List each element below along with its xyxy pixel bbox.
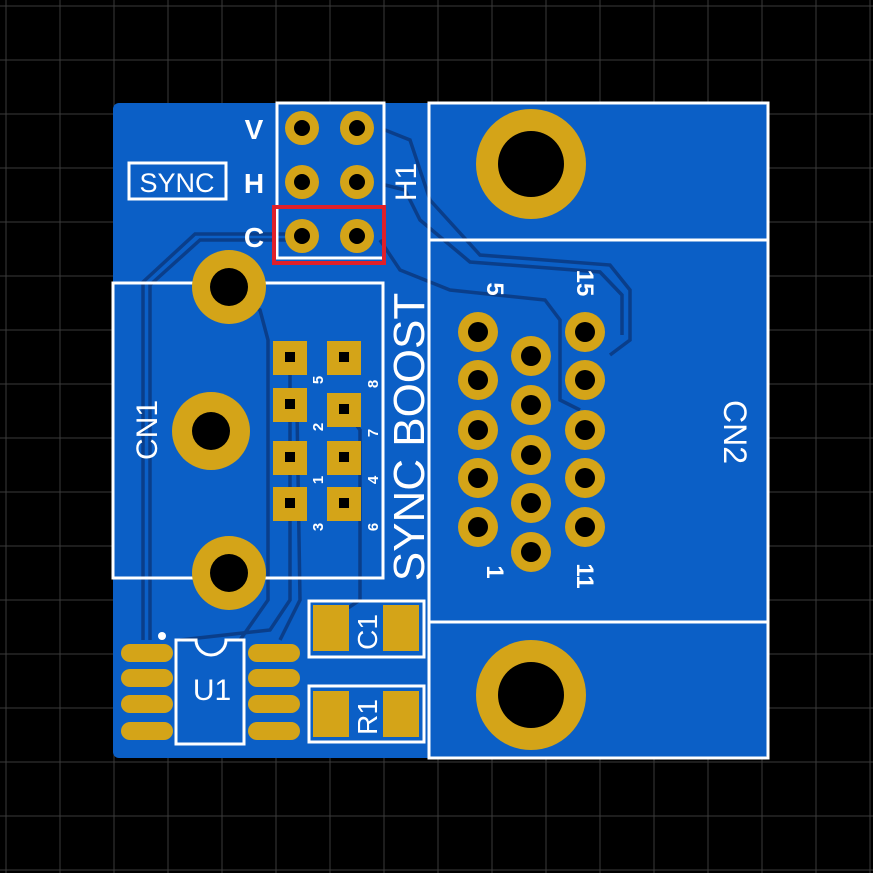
cn2-pin-drill	[468, 370, 488, 390]
cn1-pin-4: 4	[365, 475, 382, 484]
connector-cn1[interactable]: 5 8 2 7 1 4 3 6 CN1	[111, 250, 385, 610]
cn2-label-15: 15	[571, 270, 598, 297]
sync-badge: SYNC	[127, 161, 228, 201]
cn1-pin-6: 6	[365, 523, 382, 531]
cn2-pin-drill	[521, 346, 541, 366]
cn2-pin-drill	[575, 322, 595, 342]
resistor-r1[interactable]: R1	[307, 684, 426, 744]
cn1-pin-numbers: 5 8 2 7 1 4 3 6	[310, 376, 382, 531]
cn2-pin-drill	[468, 322, 488, 342]
cn1-pin-8: 8	[365, 380, 382, 388]
cn2-pin-drill	[521, 542, 541, 562]
cn1-pin-1: 1	[310, 476, 327, 484]
copper-traces	[141, 128, 632, 642]
cn1-pin-2: 2	[310, 423, 327, 431]
row-label-c: C	[244, 222, 264, 253]
u1-ref: U1	[193, 674, 231, 707]
row-label-h: H	[244, 168, 264, 199]
cn1-pin-5: 5	[310, 376, 327, 384]
cn1-pads	[273, 341, 361, 521]
cn2-pin-drill	[575, 420, 595, 440]
r1-ref: R1	[352, 699, 383, 735]
c1-ref: C1	[352, 614, 383, 650]
capacitor-c1[interactable]: C1	[307, 599, 426, 659]
cn2-pin-drill	[468, 468, 488, 488]
highlight-box	[272, 205, 386, 265]
board-copper-pour	[113, 103, 768, 758]
cn2-pin-drill	[521, 445, 541, 465]
row-label-v: V	[245, 114, 264, 145]
cn1-ref: CN1	[131, 400, 164, 460]
connector-cn2[interactable]: 5 15 1 11 CN2	[427, 101, 770, 760]
cn2-pin-drill	[575, 517, 595, 537]
board-title: SYNC BOOST	[385, 293, 434, 582]
cn2-pin-drill	[521, 395, 541, 415]
h1-outline	[275, 101, 386, 260]
cn2-pin-drill	[575, 370, 595, 390]
cn2-pin-drill	[468, 517, 488, 537]
cn2-label-1: 1	[481, 565, 508, 578]
cn2-label-5: 5	[481, 282, 508, 295]
h1-pads	[285, 111, 374, 253]
cn1-pin-3: 3	[310, 523, 327, 531]
cn2-pin-drill	[468, 420, 488, 440]
sync-badge-text: SYNC	[139, 168, 214, 198]
header-h1[interactable]: V H C H1	[244, 101, 423, 265]
cn2-pin-drill	[575, 468, 595, 488]
cn2-outline	[427, 101, 770, 760]
cn2-pin-drill	[521, 493, 541, 513]
cn2-label-11: 11	[571, 563, 598, 588]
ic-u1[interactable]: U1	[121, 632, 300, 746]
cn2-pads	[458, 312, 605, 572]
cn2-ref: CN2	[717, 400, 753, 464]
h1-ref: H1	[390, 163, 423, 201]
cn1-pin-7: 7	[365, 429, 382, 437]
